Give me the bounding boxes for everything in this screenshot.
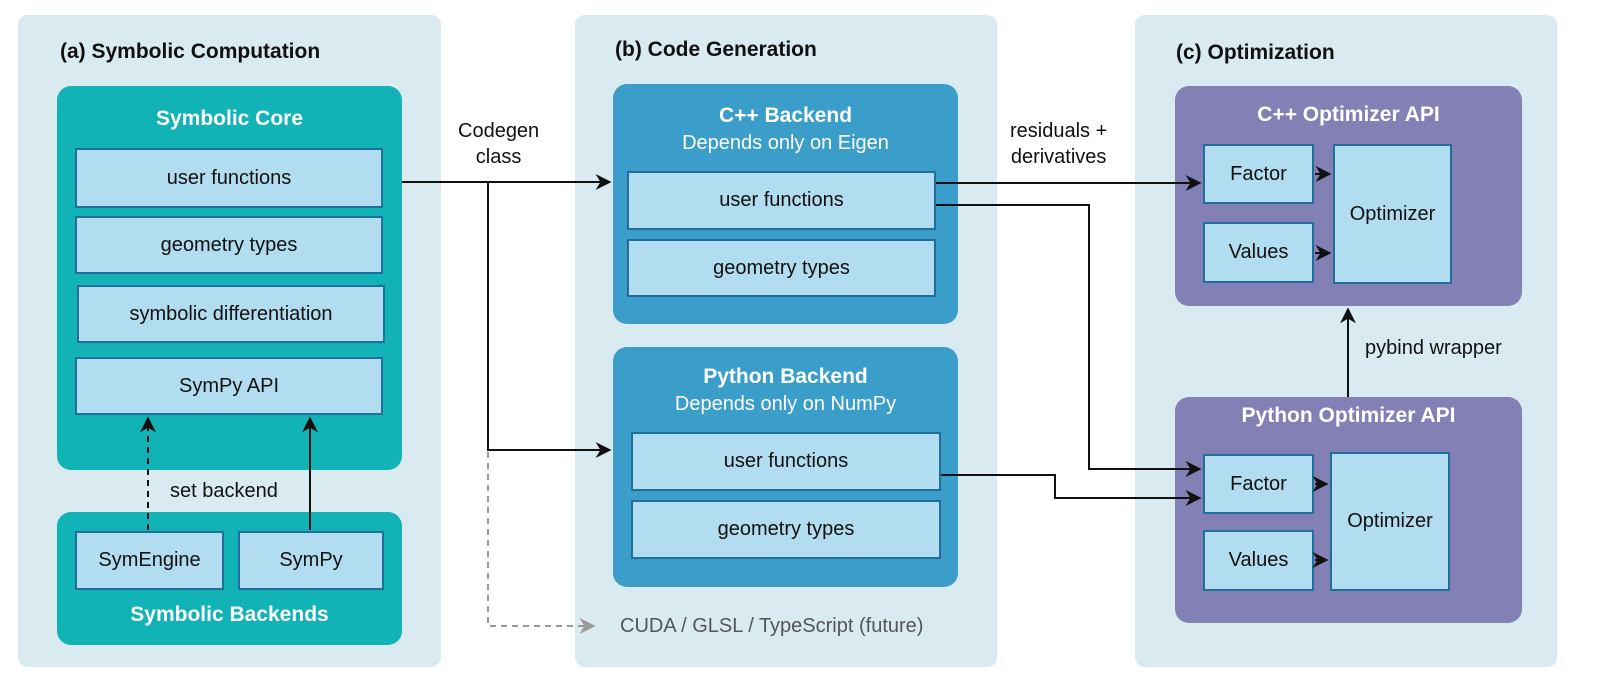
arrow-core-to-python [487, 182, 612, 458]
cpp-backend-title: C++ Backend [718, 104, 853, 127]
residuals-label-line1: residuals + [1010, 120, 1108, 142]
cpp-values: Values [1203, 222, 1314, 283]
cpp-backend-subtitle: Depends only on Eigen [682, 132, 889, 154]
codegen-label-line1: Codegen [458, 120, 540, 142]
backend-symengine: SymEngine [75, 531, 224, 590]
cpp-optimizer: Optimizer [1333, 144, 1452, 284]
python-optimizer-api-title: Python Optimizer API [1241, 404, 1456, 427]
core-user-functions: user functions [75, 148, 383, 208]
python-user-functions: user functions [631, 432, 941, 491]
codegen-label-line2: class [475, 146, 522, 168]
cpp-user-functions: user functions [627, 171, 936, 230]
core-sympy-api: SymPy API [75, 357, 383, 415]
codegen-class-label: Codegen class [458, 118, 539, 170]
pybind-wrapper-label: pybind wrapper [1365, 337, 1502, 359]
residuals-label-line2: derivatives [1010, 146, 1107, 168]
arrow-future [487, 452, 596, 634]
cpp-geometry-types: geometry types [627, 239, 936, 297]
core-geometry-types: geometry types [75, 216, 383, 274]
set-backend-label: set backend [170, 480, 278, 502]
python-optimizer: Optimizer [1330, 452, 1450, 591]
python-geometry-types: geometry types [631, 500, 941, 559]
core-symbolic-differentiation: symbolic differentiation [77, 285, 385, 343]
backend-sympy: SymPy [238, 531, 384, 590]
symbolic-core-title: Symbolic Core [155, 107, 304, 130]
arrow-cpp-to-python-factor [936, 204, 1202, 477]
arrow-python-to-python-factor [941, 474, 1202, 506]
panel-title: (c) Optimization [1176, 41, 1335, 64]
cpp-factor: Factor [1203, 144, 1314, 204]
residuals-derivatives-label: residuals + derivatives [1010, 118, 1107, 170]
python-backend-subtitle: Depends only on NumPy [674, 393, 897, 415]
cpp-optimizer-api-title: C++ Optimizer API [1257, 103, 1440, 126]
future-backends-label: CUDA / GLSL / TypeScript (future) [620, 615, 924, 637]
python-values: Values [1203, 530, 1314, 591]
python-factor: Factor [1203, 454, 1314, 514]
panel-title: (a) Symbolic Computation [60, 40, 321, 63]
panel-title: (b) Code Generation [615, 38, 817, 61]
python-backend-title: Python Backend [703, 365, 868, 388]
symbolic-backends-title: Symbolic Backends [130, 603, 329, 626]
